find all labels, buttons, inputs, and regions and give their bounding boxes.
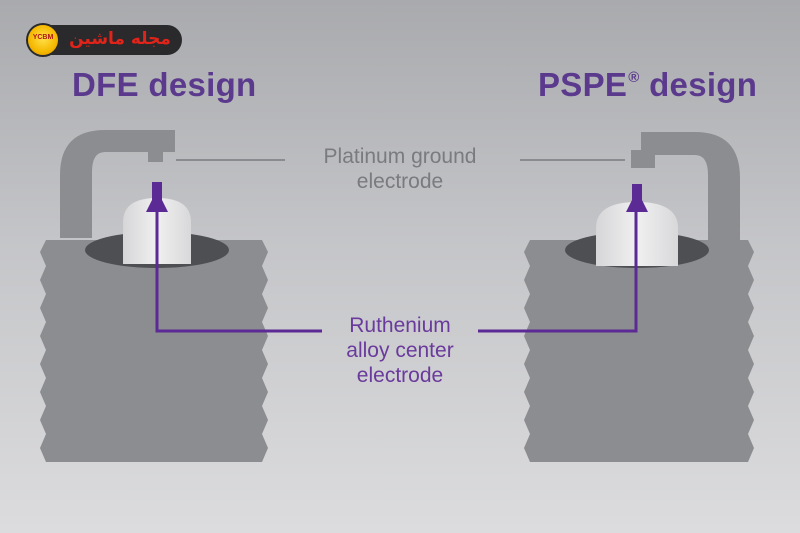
pspe-design-title: PSPE® design bbox=[538, 66, 757, 104]
ruthenium-center-electrode-label: Ruthenium alloy center electrode bbox=[290, 313, 510, 388]
center-leader-lines bbox=[155, 210, 638, 333]
watermark-logo: YCBM مجله ماشین bbox=[28, 25, 182, 55]
center-leader-right bbox=[478, 210, 638, 333]
ground-label-line-2: electrode bbox=[356, 170, 444, 193]
left-center-electrode bbox=[146, 182, 168, 212]
registered-mark: ® bbox=[628, 69, 640, 86]
left-spark-plug bbox=[40, 130, 268, 462]
pspe-title-name: PSPE bbox=[538, 66, 628, 103]
right-threaded-shell bbox=[524, 240, 754, 462]
right-ground-electrode bbox=[631, 132, 740, 240]
pspe-title-suffix: design bbox=[649, 66, 758, 103]
ground-label-line-1: Platinum ground bbox=[323, 145, 477, 168]
center-leader-left bbox=[155, 210, 322, 333]
center-label-line-2: alloy center bbox=[346, 339, 454, 362]
right-center-electrode bbox=[626, 184, 648, 212]
right-spark-plug bbox=[524, 132, 754, 462]
left-threaded-shell bbox=[40, 240, 268, 462]
logo-badge-icon: YCBM bbox=[28, 25, 58, 55]
center-label-line-3: electrode bbox=[356, 364, 444, 387]
logo-wordmark: مجله ماشین bbox=[69, 29, 171, 49]
logo-badge-text: YCBM bbox=[32, 34, 54, 41]
center-label-line-1: Ruthenium bbox=[349, 314, 451, 337]
left-ground-electrode bbox=[60, 130, 175, 238]
dfe-design-title: DFE design bbox=[72, 66, 257, 103]
platinum-ground-electrode-label: Platinum ground electrode bbox=[300, 144, 500, 194]
